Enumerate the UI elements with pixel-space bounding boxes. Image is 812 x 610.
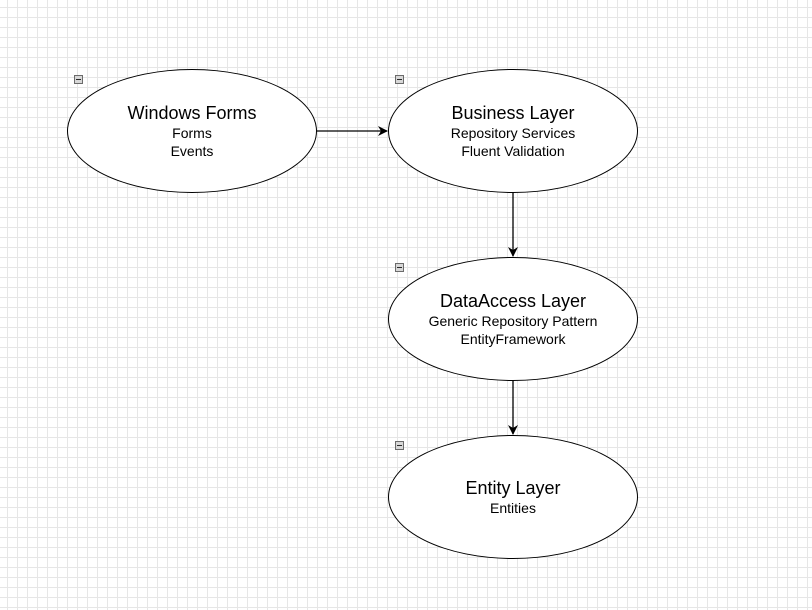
node-business-layer[interactable]: Business Layer Repository Services Fluen…	[388, 69, 638, 193]
node-line: Events	[170, 142, 214, 159]
node-windows-forms[interactable]: Windows Forms Forms Events	[67, 69, 317, 193]
node-title: Business Layer	[451, 102, 575, 123]
node-data-access-layer[interactable]: DataAccess Layer Generic Repository Patt…	[388, 257, 638, 381]
node-line: EntityFramework	[460, 330, 566, 347]
node-title: Windows Forms	[127, 102, 257, 123]
collapse-toggle-entity-layer[interactable]	[395, 441, 404, 450]
node-line: Fluent Validation	[461, 142, 565, 159]
node-line: Generic Repository Pattern	[428, 312, 598, 329]
node-title: Entity Layer	[465, 477, 561, 498]
node-entity-layer[interactable]: Entity Layer Entities	[388, 435, 638, 559]
node-title: DataAccess Layer	[439, 290, 587, 311]
node-line: Repository Services	[450, 124, 576, 141]
node-line: Entities	[490, 499, 536, 516]
collapse-toggle-data-access-layer[interactable]	[395, 263, 404, 272]
node-line: Forms	[172, 124, 212, 141]
collapse-toggle-windows-forms[interactable]	[74, 75, 83, 84]
collapse-toggle-business-layer[interactable]	[395, 75, 404, 84]
